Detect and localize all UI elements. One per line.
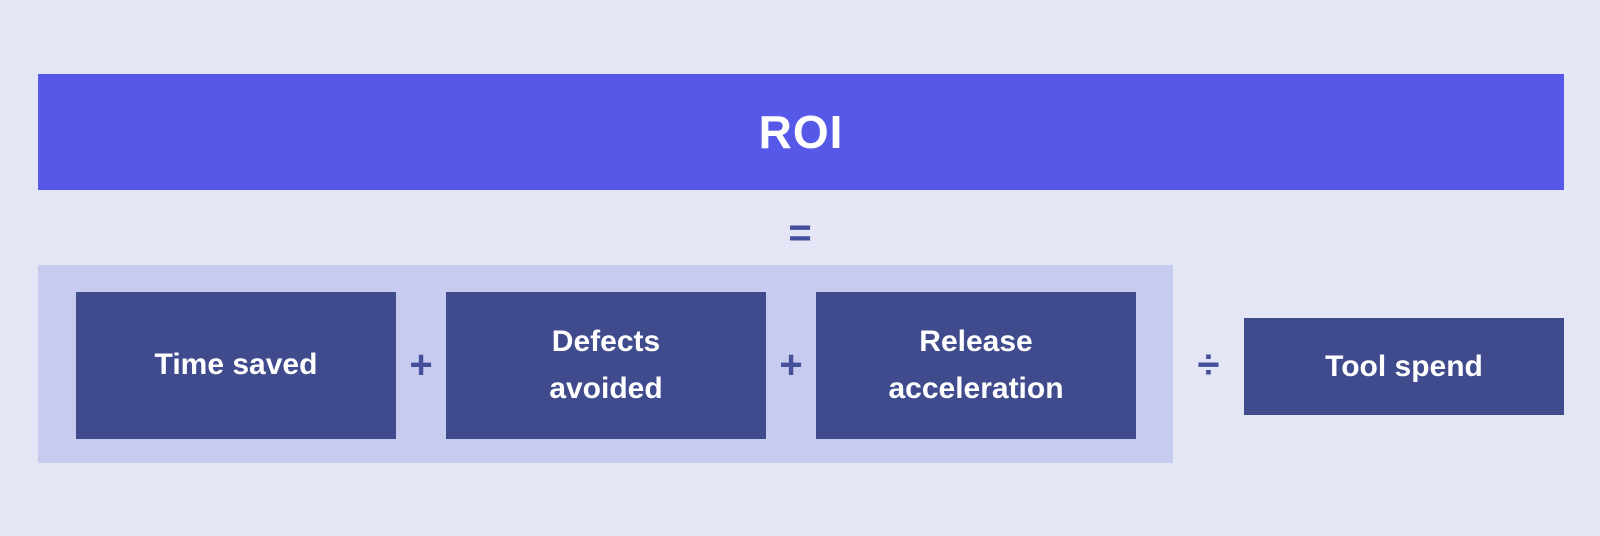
denominator-box-tool-spend: Tool spend [1244, 318, 1564, 415]
term-label-time-saved: Time saved [154, 348, 318, 382]
divide-operator: ÷ [1173, 292, 1244, 439]
term-box-defects-avoided: Defects avoided [446, 292, 766, 439]
equals-operator: = [788, 210, 812, 255]
term-box-release-acceleration: Release acceleration [816, 292, 1136, 439]
term-label-defects-avoided: Defects avoided [549, 325, 663, 405]
plus-operator-2: + [766, 292, 816, 439]
equals-operator-row: = [0, 190, 1600, 266]
roi-title-label: ROI [758, 106, 844, 158]
denominator-label-tool-spend: Tool spend [1325, 349, 1483, 383]
divide-operator-glyph: ÷ [1197, 343, 1220, 387]
roi-title-bar: ROI [38, 74, 1564, 190]
term-box-time-saved: Time saved [76, 292, 396, 439]
plus-operator-1: + [396, 292, 446, 439]
plus-operator-glyph: + [779, 343, 803, 387]
plus-operator-glyph: + [409, 343, 433, 387]
term-label-release-acceleration: Release acceleration [888, 325, 1064, 405]
numerator-panel: Time saved + Defects avoided + Release a… [38, 265, 1173, 463]
